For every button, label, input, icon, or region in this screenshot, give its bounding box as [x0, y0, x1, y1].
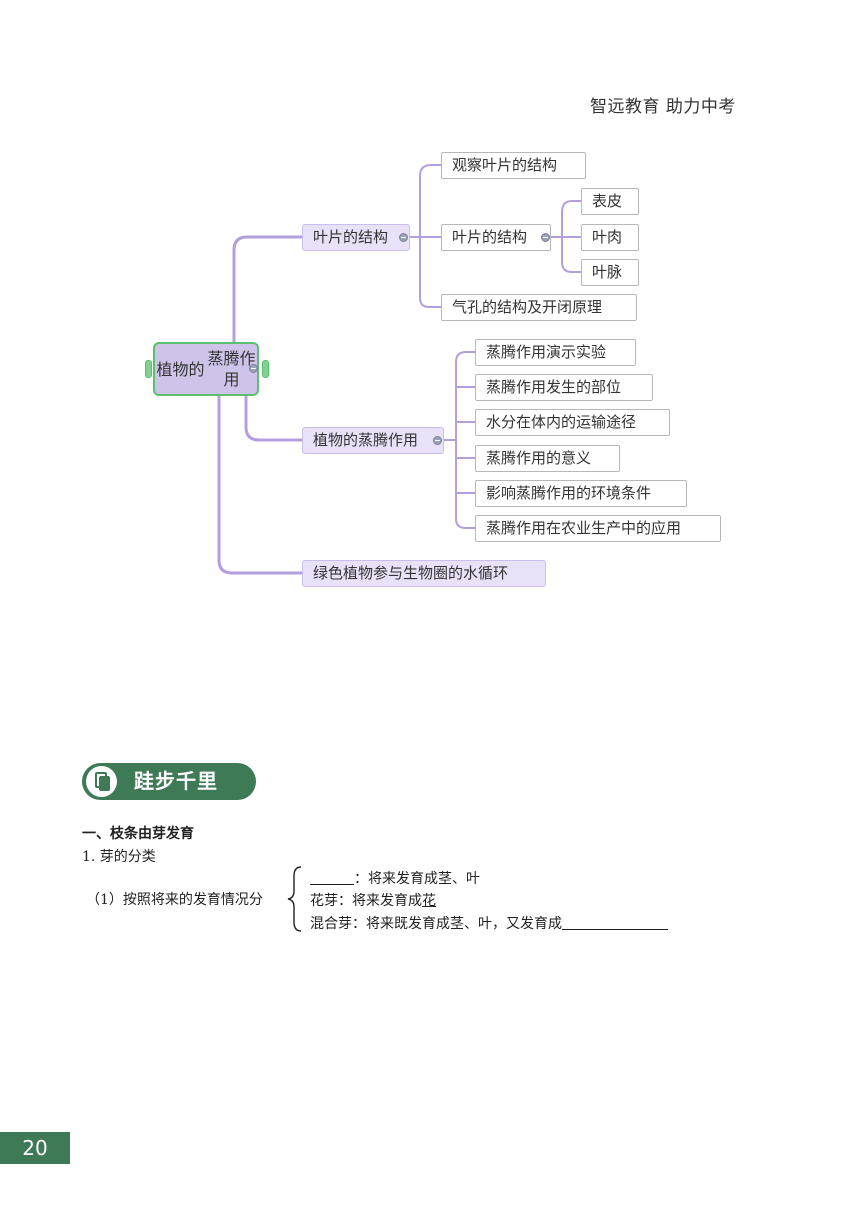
mixed-bud-text: 混合芽：将来既发育成茎、叶，又发育成: [310, 916, 562, 932]
node-mesophyll[interactable]: 叶肉: [581, 224, 639, 251]
collapse-icon-leaf-structure-detail[interactable]: [541, 233, 550, 242]
leaf-bud-blank[interactable]: [310, 870, 354, 885]
connector-branch2-c1: [455, 351, 476, 363]
node-observe-leaf[interactable]: 观察叶片的结构: [441, 152, 586, 179]
page-number: 20: [0, 1132, 70, 1164]
root-label-line2: 蒸腾作用: [207, 349, 256, 389]
node-stomata[interactable]: 气孔的结构及开闭原理: [441, 294, 637, 321]
node-water-transport[interactable]: 水分在体内的运输途径: [475, 409, 670, 436]
mixed-bud-blank[interactable]: [562, 915, 668, 930]
node-significance[interactable]: 蒸腾作用的意义: [475, 445, 620, 472]
connector-root-branch1: [232, 235, 304, 344]
connector-root-branch2: [244, 394, 304, 442]
node-leaf-structure[interactable]: 叶片的结构: [302, 224, 410, 251]
root-collapse-icon[interactable]: [249, 364, 258, 373]
classification-label: （1）按照将来的发育情况分: [86, 892, 263, 908]
mixed-bud-line: 混合芽：将来既发育成茎、叶，又发育成: [310, 913, 668, 933]
connector-leaf-epidermis: [561, 200, 582, 213]
header-slogan: 智远教育 助力中考: [590, 97, 736, 117]
node-occurrence-site[interactable]: 蒸腾作用发生的部位: [475, 374, 653, 401]
connector-branch1-trunk: [419, 175, 442, 308]
expand-left-handle[interactable]: [145, 360, 152, 378]
expand-right-handle[interactable]: [262, 360, 269, 378]
root-label-line1: 植物的: [156, 359, 205, 379]
mindmap-root-node[interactable]: 植物的 蒸腾作用: [153, 342, 259, 396]
leaf-bud-line: ：将来发育成茎、叶: [310, 868, 480, 888]
node-transpiration[interactable]: 植物的蒸腾作用: [302, 427, 444, 454]
node-water-cycle[interactable]: 绿色植物参与生物圈的水循环: [302, 560, 546, 587]
curly-brace: [287, 866, 302, 932]
collapse-icon-transpiration[interactable]: [433, 436, 442, 445]
connector-branch2-c6: [455, 518, 476, 529]
node-vein[interactable]: 叶脉: [581, 259, 639, 286]
collapse-icon-leaf-structure[interactable]: [399, 233, 408, 242]
subsection-heading: 1. 芽的分类: [82, 849, 156, 865]
section-banner: 跬步千里: [82, 763, 256, 800]
connector-branch1-child1: [419, 164, 442, 177]
mindmap-connectors: [217, 164, 582, 575]
node-leaf-structure-detail[interactable]: 叶片的结构: [441, 224, 551, 251]
section-banner-title: 跬步千里: [134, 769, 218, 793]
leaf-bud-text: ：将来发育成茎、叶: [354, 871, 480, 887]
node-environmental-factors[interactable]: 影响蒸腾作用的环境条件: [475, 480, 687, 507]
connector-root-branch3: [217, 394, 304, 575]
section-heading: 一、枝条由芽发育: [82, 826, 194, 842]
flower-bud-line: 花芽：将来发育成花: [310, 890, 436, 910]
node-demo-experiment[interactable]: 蒸腾作用演示实验: [475, 339, 636, 366]
connector-leaf-vein: [561, 261, 582, 273]
flower-bud-text: 花芽：将来发育成: [310, 893, 422, 909]
node-agriculture-application[interactable]: 蒸腾作用在农业生产中的应用: [475, 515, 721, 542]
node-epidermis[interactable]: 表皮: [581, 188, 639, 215]
flower-bud-answer: 花: [422, 893, 436, 909]
copy-icon: [86, 766, 117, 797]
